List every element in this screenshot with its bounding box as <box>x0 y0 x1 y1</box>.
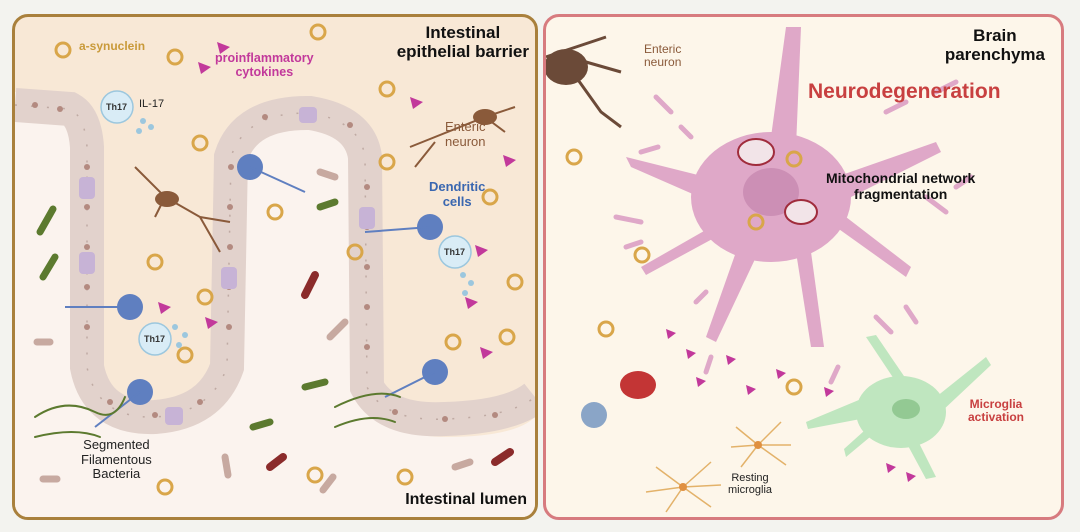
enteric-neuron-label: Enteric neuron <box>644 42 682 70</box>
dendritic-cells-label: Dendritic cells <box>429 179 486 209</box>
immune-cell-icon <box>581 402 607 428</box>
resting-microglia-body <box>679 483 687 491</box>
th17-label: Th17 <box>144 334 166 344</box>
sfb-label: Segmented Filamentous Bacteria <box>81 437 152 482</box>
a-synuclein-icon <box>54 23 524 496</box>
resting-microglia-icon <box>645 421 791 513</box>
goblet-cells <box>79 107 375 425</box>
resting-microglia-body <box>754 441 762 449</box>
mitochondria-icon <box>737 138 818 225</box>
enteric-neuron-body-icon <box>546 49 588 85</box>
th17-label: Th17 <box>444 247 466 257</box>
mito-fragmentation-label: Mitochondrial network fragmentation <box>826 170 976 202</box>
a-synuclein-legend-label: a-synuclein <box>79 39 146 53</box>
neurodegeneration-label: Neurodegeneration <box>808 80 1001 103</box>
gut-panel: Intestinal epithelial barrier a-synuclei… <box>12 14 538 520</box>
brain-illustration <box>546 27 991 513</box>
resting-microglia-label: Resting microglia <box>728 472 773 497</box>
il17-label: IL-17 <box>139 98 165 110</box>
microglia-activation-label: Microglia activation <box>968 397 1025 425</box>
brain-panel-title: Brain parenchyma <box>944 26 1045 65</box>
cytokines-legend-label: proinflammatory cytokines <box>215 51 314 79</box>
epithelium-fold-left <box>15 88 535 437</box>
enteric-neuron-body-icon <box>155 191 179 207</box>
bacteria-icon <box>33 168 514 494</box>
epithelial-nuclei <box>32 102 498 422</box>
fragmented-neurites <box>613 79 974 385</box>
enteric-neuron-body-icon <box>473 109 497 125</box>
enteric-neuron-label: Enteric neuron <box>445 119 486 149</box>
dendritic-cell-icon <box>65 154 448 428</box>
th17-label: Th17 <box>106 102 128 112</box>
gut-illustration <box>15 23 535 517</box>
gut-panel-title: Intestinal epithelial barrier <box>396 23 529 62</box>
th17-cell-icon <box>100 90 472 356</box>
cytokine-icon <box>158 42 516 359</box>
il17-dots <box>136 118 474 348</box>
intestinal-lumen-label: Intestinal lumen <box>405 491 527 509</box>
activated-microglia-icon <box>806 335 991 479</box>
brain-panel: Brain parenchyma Enteric neuron Neurodeg… <box>543 14 1064 520</box>
neuron-nucleus-icon <box>743 168 799 216</box>
red-blood-cell-icon <box>620 371 656 399</box>
intestinal-lumen <box>15 91 535 517</box>
microglia-nucleus-icon <box>892 399 920 419</box>
